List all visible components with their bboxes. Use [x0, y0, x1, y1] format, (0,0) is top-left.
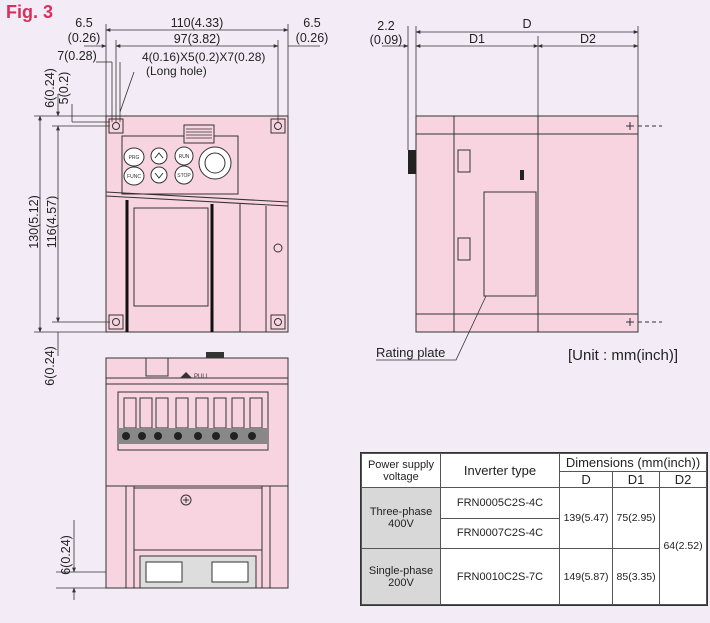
- dim-long-hole: 4(0.16)X5(0.2)X7(0.28): [142, 50, 265, 64]
- dim-hole-height: 116(4.57): [45, 196, 59, 249]
- stop-key: [174, 165, 194, 185]
- d2-cell: 64(2.52): [659, 487, 707, 605]
- dim-left-margin-in: (0.26): [68, 31, 101, 45]
- front-view: PRG FUNC RUN STOP: [27, 16, 328, 386]
- run-label: RUN: [179, 154, 190, 160]
- pull-arrow-icon: [180, 372, 192, 378]
- dim-depth2: D2: [580, 32, 596, 46]
- side-view: 2.2 (0.09) D D1 D2 Rating plate: [370, 17, 662, 361]
- mounting-hole-icon: [108, 118, 286, 330]
- d1-cell: 75(2.95): [612, 487, 661, 549]
- unit-note: [Unit : mm(inch)]: [568, 347, 679, 364]
- table-row: FRN0007C2S-4C: [362, 517, 707, 549]
- long-hole-label: (Long hole): [146, 64, 207, 78]
- d-cell: 139(5.47): [558, 487, 614, 549]
- voltage-cell: Three-phase 400V: [361, 487, 441, 549]
- prg-key: [123, 147, 145, 167]
- bottom-view: PULL 6(0.24): [56, 352, 289, 600]
- dim-depth1: D1: [469, 32, 485, 46]
- pull-label: PULL: [194, 374, 210, 380]
- dim-top-offset-b: 5(0.2): [57, 72, 71, 105]
- header-dimensions: Dimensions (mm(inch)): [559, 453, 707, 472]
- stop-label: STOP: [177, 173, 191, 179]
- down-arrow-icon: [154, 172, 164, 179]
- dim-depth: D: [522, 17, 531, 31]
- type-cell: FRN0005C2S-4C: [440, 487, 560, 519]
- up-arrow-icon: [154, 152, 164, 159]
- down-key: [150, 166, 168, 184]
- up-key: [150, 147, 168, 165]
- dim-left-margin-mm: 6.5: [75, 16, 92, 30]
- dim-right-margin-in: (0.26): [296, 31, 329, 45]
- rating-plate: [483, 191, 537, 297]
- func-key: [123, 166, 145, 186]
- header-d: D: [558, 471, 614, 488]
- dim-overall-width: 110(4.33): [171, 16, 224, 30]
- dim-slot-offset: 7(0.28): [57, 49, 97, 63]
- table-row: Three-phase 400V FRN0005C2S-4C 139(5.47)…: [361, 487, 707, 605]
- header-d1: D1: [612, 471, 661, 488]
- header-inverter-type: Inverter type: [440, 453, 560, 488]
- figure-title: Fig. 3: [6, 2, 54, 22]
- rating-plate-label: Rating plate: [376, 345, 445, 360]
- header-d2: D2: [659, 471, 707, 488]
- header-power-supply: Power supply voltage: [361, 453, 441, 488]
- voltage-cell: Single-phase 200V: [361, 548, 441, 605]
- dim-overall-height: 130(5.12): [27, 195, 41, 249]
- prg-label: PRG: [129, 155, 140, 161]
- keypad: [123, 146, 232, 186]
- dim-right-margin-mm: 6.5: [303, 16, 320, 30]
- d1-cell: 85(3.35): [612, 548, 661, 605]
- dim-top-offset-a: 6(0.24): [43, 68, 57, 108]
- run-key: [174, 146, 194, 166]
- dimension-table: Power supply voltage Inverter type Dimen…: [360, 452, 708, 606]
- type-cell: FRN0010C2S-7C: [440, 548, 560, 605]
- type-cell: FRN0007C2S-4C: [440, 517, 560, 549]
- dim-bottom-view-offset: 6(0.24): [59, 535, 73, 575]
- dim-side-offset-in: (0.09): [370, 33, 403, 47]
- dim-hole-pitch: 97(3.82): [174, 32, 221, 46]
- dim-bottom-offset: 6(0.24): [43, 346, 57, 386]
- func-label: FUNC: [127, 174, 141, 180]
- table-row: Single-phase 200V FRN0010C2S-7C 149(5.87…: [361, 548, 707, 605]
- d-cell: 149(5.87): [558, 548, 614, 605]
- dim-side-offset-mm: 2.2: [377, 19, 394, 33]
